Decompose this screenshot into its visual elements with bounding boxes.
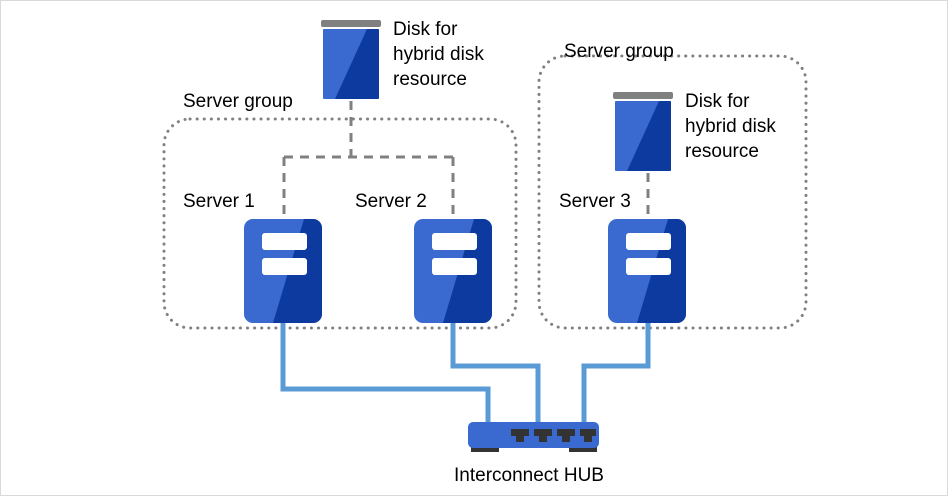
hub-port-4 xyxy=(580,429,596,442)
hub-label: Interconnect HUB xyxy=(454,465,604,486)
disk-cap-icon xyxy=(613,92,673,99)
server-group-left-boundary xyxy=(162,117,518,330)
server-icon-1 xyxy=(244,219,322,323)
hub-port-3 xyxy=(557,429,575,442)
network-cables xyxy=(280,323,651,422)
hub-port-2 xyxy=(534,429,552,442)
server-bay-bar-top xyxy=(262,233,307,250)
server-icon-3 xyxy=(608,219,686,323)
hub-ports xyxy=(511,429,596,442)
disk-body-dark xyxy=(627,101,671,171)
server-bay-bar-bottom xyxy=(626,258,671,275)
server-bay-bar-bottom xyxy=(432,258,477,275)
server-label-2: Server 2 xyxy=(355,191,427,212)
disk-label-right: Disk for hybrid disk resource xyxy=(685,91,776,162)
server-group-label-right: Server group xyxy=(564,41,674,62)
server-label-1: Server 1 xyxy=(183,191,255,212)
disk-body-dark xyxy=(335,29,379,99)
hub-port-1 xyxy=(511,429,529,442)
server-group-right-boundary xyxy=(537,54,808,330)
server-group-label-left: Server group xyxy=(183,91,293,112)
disk-label-shared: Disk for hybrid disk resource xyxy=(393,19,484,90)
server-bay-bar-top xyxy=(432,233,477,250)
disk-link-lines xyxy=(282,101,650,219)
server-icon-2 xyxy=(414,219,492,323)
cable-server-3-to-hub xyxy=(581,323,651,422)
cable-server-1-to-hub xyxy=(280,323,491,422)
server-bay-bar-bottom xyxy=(262,258,307,275)
server-bay-bar-top xyxy=(626,233,671,250)
cable-server-2-to-hub xyxy=(450,323,541,422)
hub-icon xyxy=(468,422,599,452)
disk-icon-right xyxy=(613,92,673,171)
server-label-3: Server 3 xyxy=(559,191,631,212)
hub-body xyxy=(468,422,599,448)
disk-cap-icon xyxy=(321,20,381,27)
disk-icon-shared xyxy=(321,20,381,99)
